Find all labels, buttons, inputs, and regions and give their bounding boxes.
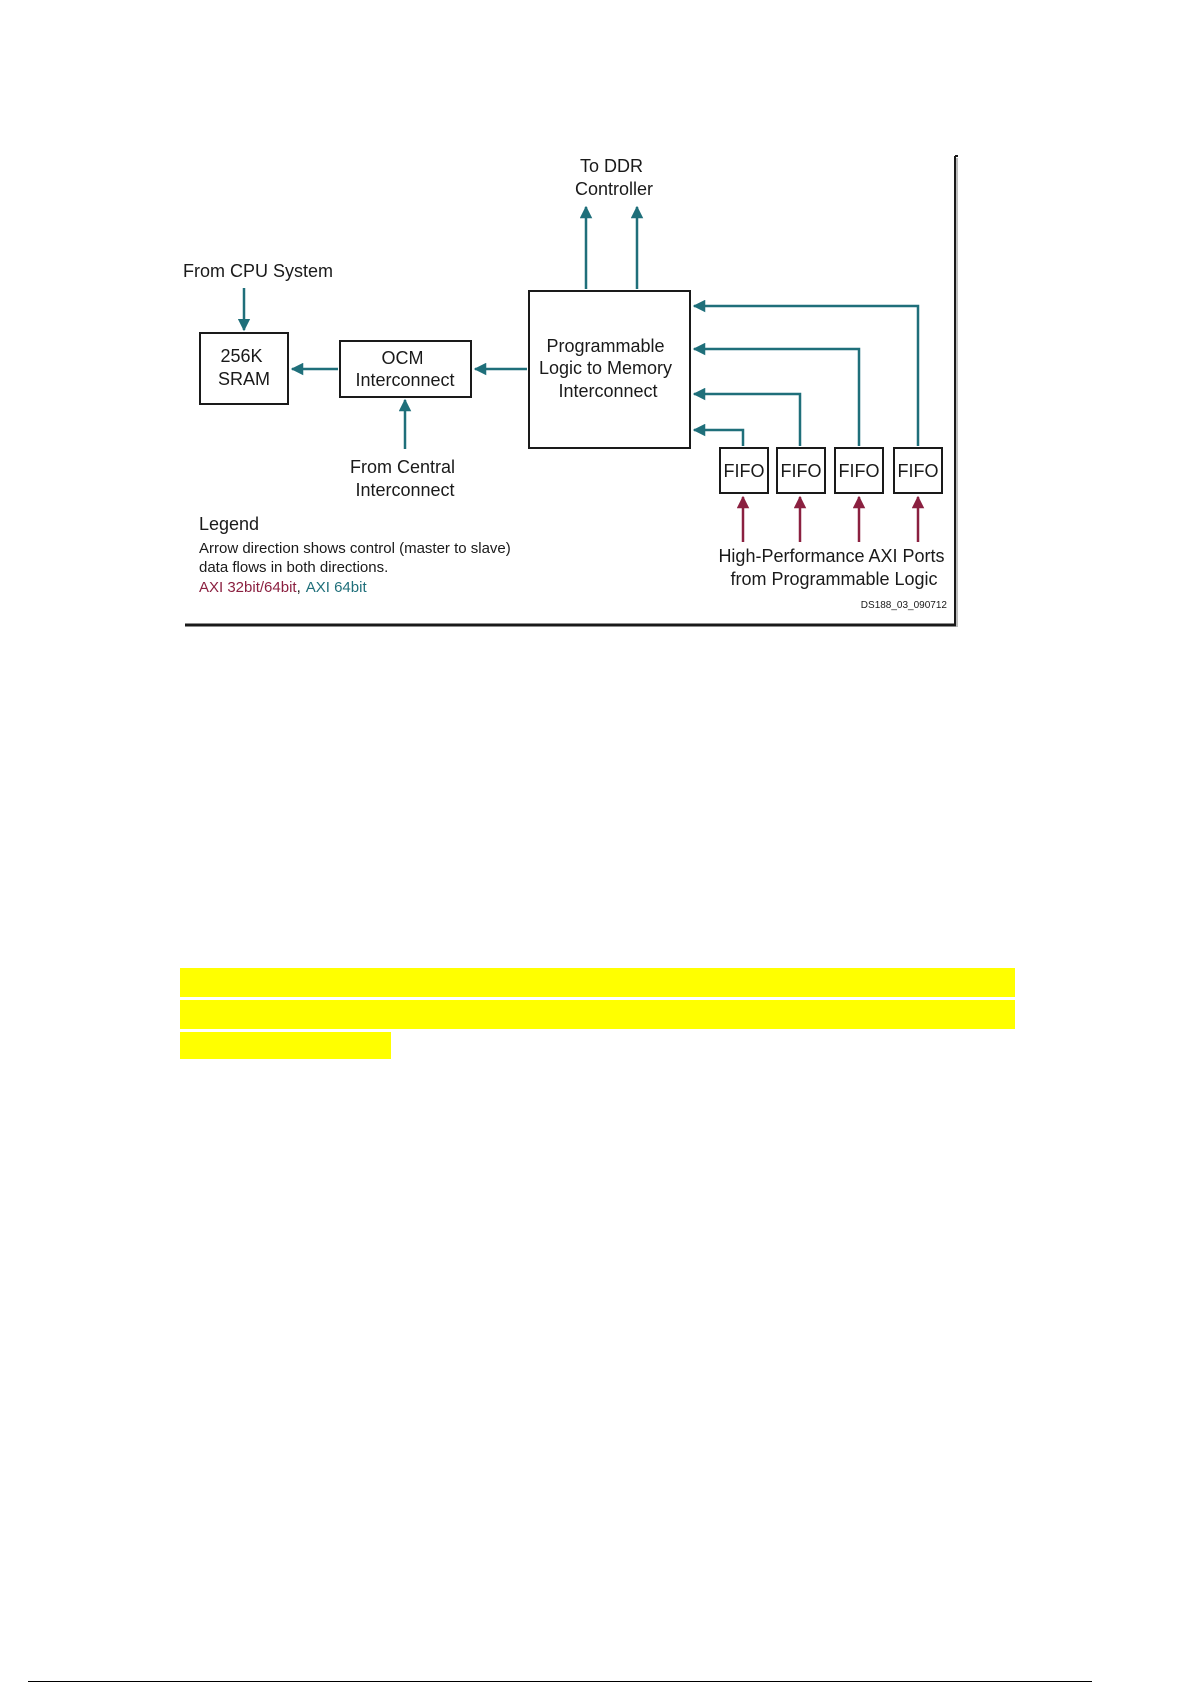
pl-memory-interconnect-box xyxy=(528,290,691,449)
figure-frame xyxy=(185,155,958,627)
fifo-box-4 xyxy=(893,447,943,494)
fifo-label-4: FIFO xyxy=(898,461,939,481)
from-central-label: From Central Interconnect xyxy=(350,457,460,500)
fifo-box-2 xyxy=(776,447,826,494)
sram-label: 256K SRAM xyxy=(218,346,270,389)
fifo4-to-pl xyxy=(692,299,920,446)
fifo1-to-pl xyxy=(692,423,745,446)
page-footer-rule xyxy=(28,1681,1092,1682)
from-cpu-label: From CPU System xyxy=(183,261,333,281)
legend-title: Legend xyxy=(199,514,259,534)
legend-line-1: Arrow direction shows control (master to… xyxy=(199,540,511,557)
legend-axi32: AXI 32bit/64bit xyxy=(199,579,297,596)
fifo2-to-pl xyxy=(692,387,802,446)
figure-id: DS188_03_090712 xyxy=(861,600,948,611)
axi32-connections xyxy=(736,495,925,542)
highlight-bar-1 xyxy=(180,968,1015,997)
highlight-bar-2 xyxy=(180,1000,1015,1029)
fifo3-to-pl xyxy=(692,342,861,446)
axi64-connections xyxy=(237,205,920,449)
legend-line-2: data flows in both directions. xyxy=(199,559,388,576)
fifo-box-1 xyxy=(719,447,769,494)
to-ddr-label: To DDR Controller xyxy=(575,156,653,199)
hp-axi-label: High-Performance AXI Ports from Programm… xyxy=(718,546,949,589)
fifo-box-3 xyxy=(834,447,884,494)
legend: Legend Arrow direction shows control (ma… xyxy=(199,514,511,596)
legend-separator: , xyxy=(297,579,301,596)
ocm-interconnect-box xyxy=(339,340,472,398)
ocm-label: OCM Interconnect xyxy=(355,348,454,390)
fifo-label-3: FIFO xyxy=(839,461,880,481)
legend-line-3: AXI 32bit/64bit, AXI 64bit xyxy=(199,579,367,596)
pl-memory-label: Programmable Logic to Memory Interconnec… xyxy=(539,336,677,401)
legend-axi64: AXI 64bit xyxy=(306,579,368,596)
fifo-label-1: FIFO xyxy=(724,461,765,481)
highlight-bar-3 xyxy=(180,1032,391,1059)
fifo-label-2: FIFO xyxy=(781,461,822,481)
sram-box xyxy=(199,332,289,405)
